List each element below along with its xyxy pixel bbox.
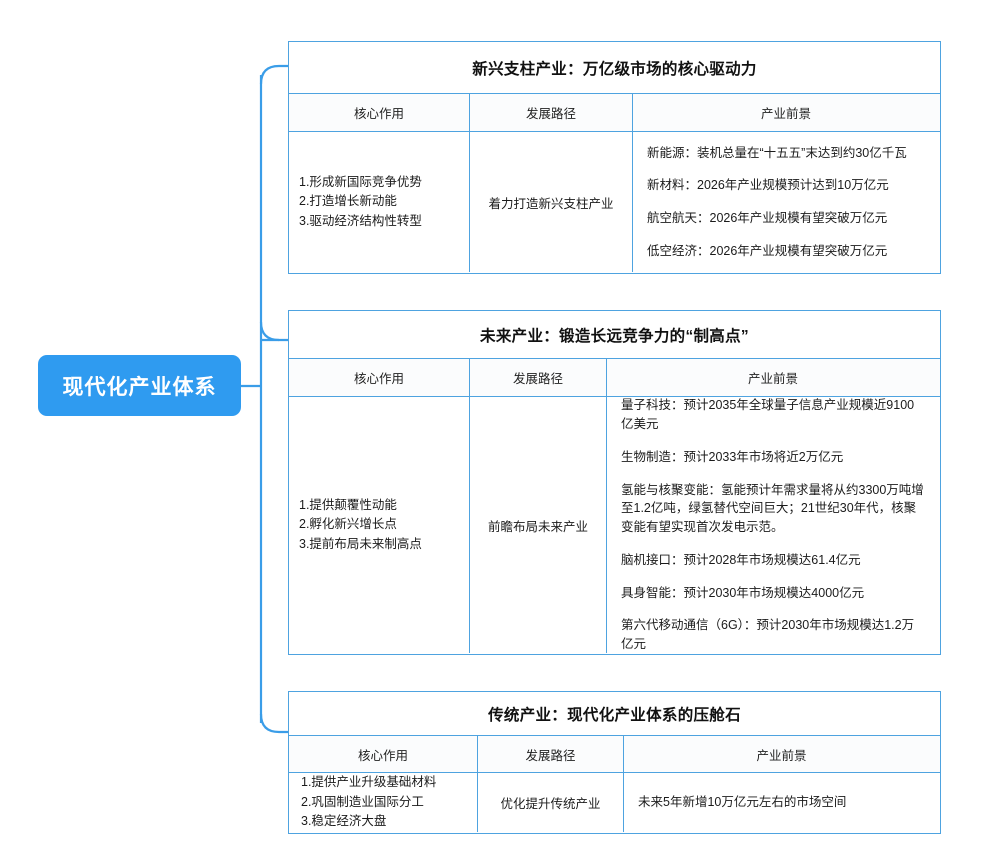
cell-core-role: 1.提供颠覆性动能 2.孵化新兴增长点 3.提前布局未来制高点 (289, 397, 469, 653)
branch-title: 新兴支柱产业：万亿级市场的核心驱动力 (289, 42, 940, 94)
dev-path-text: 着力打造新兴支柱产业 (488, 196, 614, 211)
column-header-dev-path: 发展路径 (469, 359, 606, 396)
table-body-row: 1.提供颠覆性动能 2.孵化新兴增长点 3.提前布局未来制高点 前瞻布局未来产业… (289, 397, 940, 653)
core-role-text: 1.形成新国际竞争优势 2.打造增长新动能 3.驱动经济结构性转型 (299, 174, 422, 228)
core-role-text: 1.提供产业升级基础材料 2.巩固制造业国际分工 3.稳定经济大盘 (301, 775, 437, 829)
connector-branch-3 (259, 713, 289, 734)
cell-core-role: 1.提供产业升级基础材料 2.巩固制造业国际分工 3.稳定经济大盘 (289, 773, 477, 832)
column-header-prospect: 产业前景 (606, 359, 939, 396)
prospect-item: 新能源：装机总量在“十五五”末达到约30亿千瓦 (647, 145, 907, 160)
table-header-row: 核心作用 发展路径 产业前景 (289, 94, 940, 132)
root-node-label: 现代化产业体系 (62, 375, 217, 399)
column-header-core-role: 核心作用 (353, 372, 404, 386)
prospect-item: 脑机接口：预计2028年市场规模达61.4亿元 (621, 552, 861, 567)
core-role-text: 1.提供颠覆性动能 2.孵化新兴增长点 3.提前布局未来制高点 (299, 497, 422, 551)
connector-branch-2-elbow (259, 321, 280, 342)
cell-prospect: 量子科技：预计2035年全球量子信息产业规模近9100亿美元 生物制造：预计20… (606, 397, 939, 653)
column-header-prospect: 产业前景 (632, 94, 939, 131)
branch-title: 传统产业：现代化产业体系的压舱石 (289, 692, 940, 736)
connector-branch-1 (259, 64, 289, 85)
root-node[interactable]: 现代化产业体系 (38, 355, 241, 416)
cell-dev-path: 优化提升传统产业 (477, 773, 623, 832)
prospect-item: 具身智能：预计2030年市场规模达4000亿元 (621, 585, 865, 600)
prospect-item: 新材料：2026年产业规模预计达到10万亿元 (647, 178, 889, 193)
cell-prospect: 未来5年新增10万亿元左右的市场空间 (623, 773, 939, 832)
prospect-item: 第六代移动通信（6G）：预计2030年市场规模达1.2万亿元 (621, 618, 915, 651)
dev-path-text: 优化提升传统产业 (500, 797, 601, 811)
table-header-row: 核心作用 发展路径 产业前景 (289, 736, 940, 773)
prospect-item: 航空航天：2026年产业规模有望突破万亿元 (647, 211, 888, 225)
column-header-dev-path: 发展路径 (477, 736, 623, 772)
prospect-item: 低空经济：2026年产业规模有望突破万亿元 (647, 243, 888, 258)
column-header-dev-path: 发展路径 (469, 94, 632, 131)
table-header-row: 核心作用 发展路径 产业前景 (289, 359, 940, 397)
table-body-row: 1.形成新国际竞争优势 2.打造增长新动能 3.驱动经济结构性转型 着力打造新兴… (289, 132, 940, 272)
column-header-core-role: 核心作用 (353, 107, 404, 121)
branch-table-traditional-industry: 传统产业：现代化产业体系的压舱石 核心作用 发展路径 产业前景 1.提供产业升级… (288, 691, 941, 834)
branch-table-future-industry: 未来产业：锻造长远竞争力的“制高点” 核心作用 发展路径 产业前景 1.提供颠覆… (288, 310, 941, 655)
cell-prospect: 新能源：装机总量在“十五五”末达到约30亿千瓦 新材料：2026年产业规模预计达… (632, 132, 939, 272)
cell-core-role: 1.形成新国际竞争优势 2.打造增长新动能 3.驱动经济结构性转型 (289, 132, 469, 272)
dev-path-text: 前瞻布局未来产业 (487, 519, 588, 534)
cell-dev-path: 着力打造新兴支柱产业 (469, 132, 632, 272)
cell-dev-path: 前瞻布局未来产业 (469, 397, 606, 653)
column-header-prospect: 产业前景 (623, 736, 939, 772)
table-body-row: 1.提供产业升级基础材料 2.巩固制造业国际分工 3.稳定经济大盘 优化提升传统… (289, 773, 940, 832)
prospect-item: 未来5年新增10万亿元左右的市场空间 (638, 795, 847, 810)
branch-table-emerging-pillar: 新兴支柱产业：万亿级市场的核心驱动力 核心作用 发展路径 产业前景 1.形成新国… (288, 41, 941, 274)
prospect-item: 生物制造：预计2033年市场将近2万亿元 (621, 449, 844, 464)
branch-title: 未来产业：锻造长远竞争力的“制高点” (289, 311, 940, 359)
prospect-item: 氢能与核聚变能：氢能预计年需求量将从约3300万吨增至1.2亿吨，绿氢替代空间巨… (621, 482, 924, 535)
column-header-core-role: 核心作用 (357, 748, 408, 763)
prospect-item: 量子科技：预计2035年全球量子信息产业规模近9100亿美元 (621, 398, 915, 431)
